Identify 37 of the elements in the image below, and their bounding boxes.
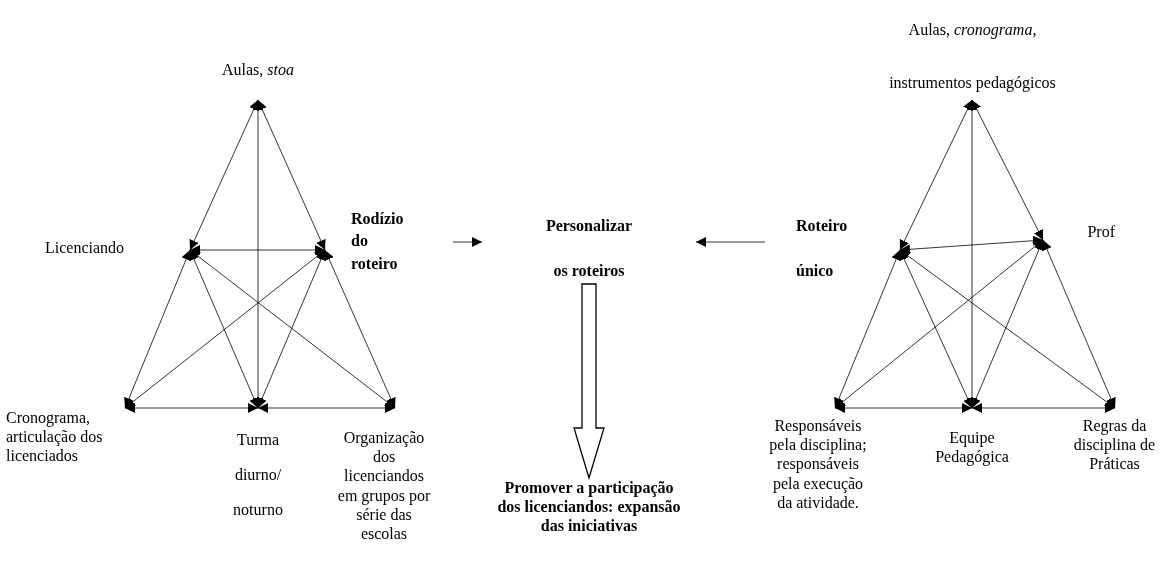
node-label: Organização dos licenciandos em grupos por série das escolas <box>336 428 432 544</box>
node-label: Regras da disciplina de Práticas <box>1072 416 1157 474</box>
node-label: Roteiro único <box>796 216 849 281</box>
double-arrow <box>189 249 396 409</box>
double-arrow <box>834 249 901 409</box>
double-arrow <box>971 239 1044 409</box>
double-arrow <box>124 403 259 413</box>
node-label: Licenciando <box>45 238 125 258</box>
double-arrow <box>834 239 1044 409</box>
double-arrow <box>971 99 1044 241</box>
double-arrow <box>257 99 326 251</box>
double-arrow <box>257 403 396 413</box>
node-label: Promover a participação dos licenciandos: expansão das iniciativas <box>496 478 682 536</box>
double-arrow <box>189 99 259 251</box>
block-arrow <box>573 283 605 481</box>
node-label: Cronograma, articulação dos licenciados <box>6 408 104 466</box>
double-arrow <box>124 249 326 409</box>
double-arrow <box>899 249 1116 409</box>
double-arrow <box>1042 239 1116 409</box>
double-arrow <box>124 249 191 409</box>
node-label: Prof <box>1087 222 1115 242</box>
node-label: Aulas, cronograma, instrumentos pedagógicos <box>888 20 1057 94</box>
node-label: Aulas, stoa <box>222 60 294 80</box>
double-arrow <box>899 235 1044 255</box>
double-arrow <box>189 249 259 409</box>
double-arrow <box>899 99 973 251</box>
node-label: Personalizar os roteiros <box>544 216 634 281</box>
node-label: Turma diurno/ noturno <box>232 430 284 521</box>
double-arrow <box>971 403 1116 413</box>
node-label: Rodízio do roteiro <box>351 209 405 274</box>
double-arrow <box>189 245 326 255</box>
node-label: Equipe Pedagógica <box>934 428 1010 467</box>
double-arrow <box>899 249 973 409</box>
double-arrow <box>834 403 973 413</box>
node-label: Responsáveis pela disciplina; responsáveis pela execução da atividade. <box>768 416 868 512</box>
double-arrow <box>324 249 396 409</box>
double-arrow <box>257 249 326 409</box>
